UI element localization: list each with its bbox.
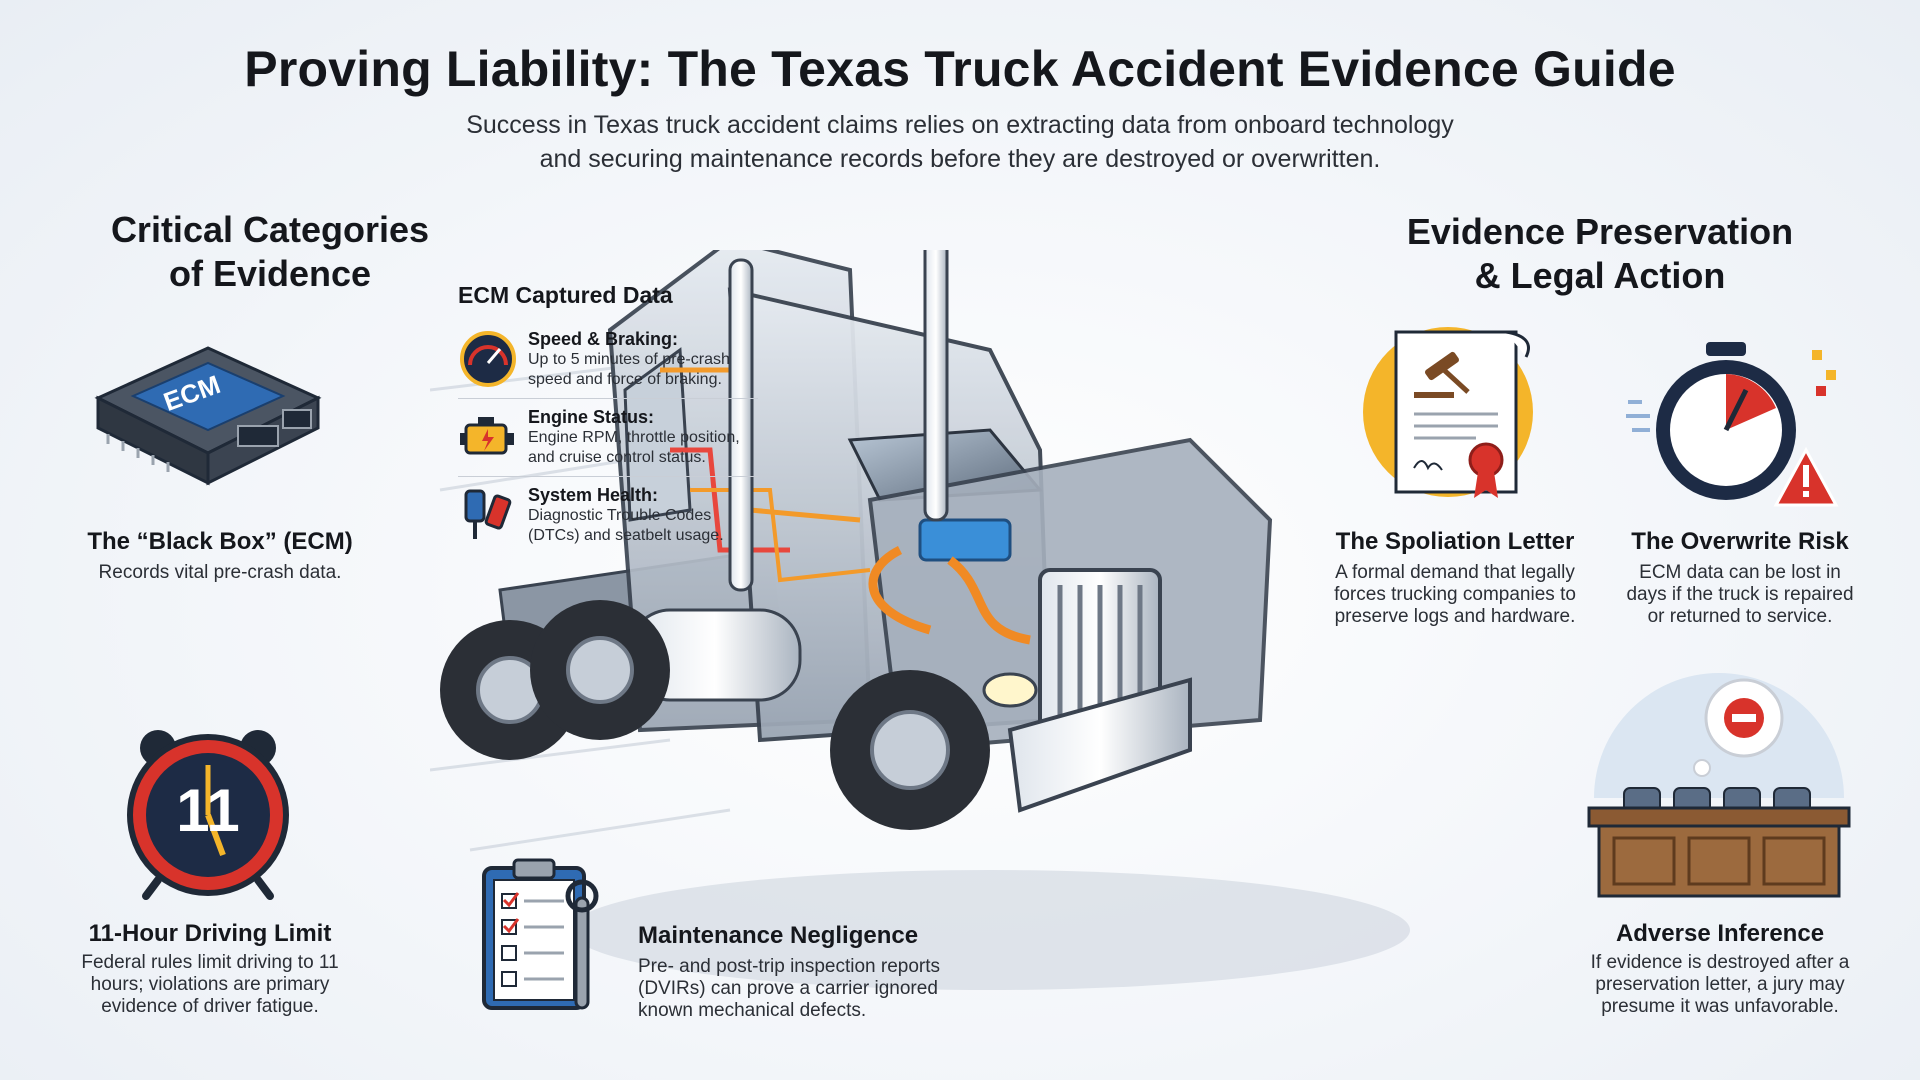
truck-wheels: [440, 600, 990, 830]
legal-document-icon: [1363, 327, 1533, 498]
black-box-desc: Records vital pre-crash data.: [98, 562, 342, 583]
engine-icon: [460, 417, 514, 455]
ecm-data-heading: ECM Captured Data: [458, 282, 673, 308]
driving-limit-title: 11-Hour Driving Limit: [88, 920, 332, 947]
semi-truck-illustration: [430, 250, 1410, 990]
alarm-clock-icon: [127, 730, 289, 900]
diagnostic-tool-icon: [464, 489, 512, 539]
overwrite-desc: ECM data can be lost in days if the truc…: [1626, 562, 1854, 627]
adverse-inference-desc: If evidence is destroyed after a preserv…: [1590, 952, 1850, 1017]
page-title: Proving Liability: The Texas Truck Accid…: [244, 41, 1676, 97]
ecm-data-panel: ECM Captured Data Speed & Braking: Up to…: [458, 282, 758, 554]
driving-limit-desc: Federal rules limit driving to 11 hours;…: [81, 952, 339, 1017]
clipboard-checklist-icon: [482, 858, 599, 1010]
ecm-item-system-health: System Health: Diagnostic Trouble Codes …: [458, 477, 758, 554]
page-subtitle: Success in Texas truck accident claims r…: [360, 108, 1560, 176]
ecm-item-engine: Engine Status: Engine RPM, throttle posi…: [458, 399, 758, 477]
clock-label: 11: [176, 777, 240, 844]
spoliation-title: The Spoliation Letter: [1335, 528, 1575, 555]
adverse-inference-title: Adverse Inference: [1615, 920, 1825, 947]
maintenance-title: Maintenance Negligence: [638, 922, 919, 949]
speedometer-icon: [460, 331, 516, 387]
right-section-heading: Evidence Preservation & Legal Action: [1406, 211, 1794, 296]
jury-box-icon: [1587, 673, 1851, 898]
subtitle-line-2: and securing maintenance records before …: [539, 145, 1381, 173]
spoliation-desc: A formal demand that legally forces truc…: [1334, 562, 1576, 627]
black-box-title: The “Black Box” (ECM): [87, 528, 353, 555]
maintenance-desc: Pre- and post-trip inspection reports (D…: [638, 956, 941, 1021]
left-section-heading: Critical Categories of Evidence: [110, 209, 430, 294]
subtitle-line-1: Success in Texas truck accident claims r…: [466, 111, 1454, 139]
overwrite-title: The Overwrite Risk: [1631, 528, 1849, 555]
ecm-item-speed: Speed & Braking: Up to 5 minutes of pre-…: [458, 321, 758, 399]
stopwatch-warning-icon: [1626, 342, 1839, 507]
ecm-chip-icon: [94, 346, 322, 486]
